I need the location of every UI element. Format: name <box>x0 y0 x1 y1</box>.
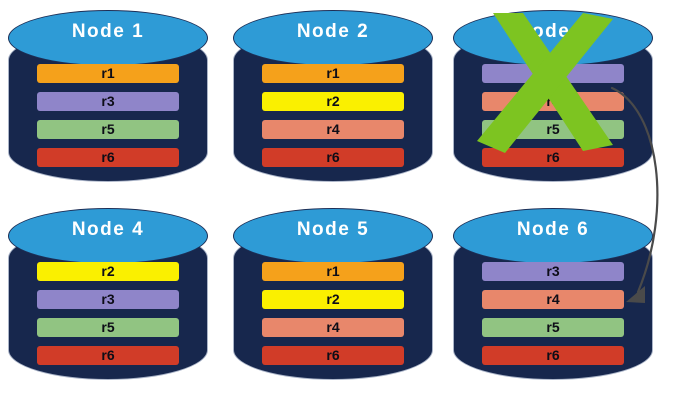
replica-bar[interactable]: r5 <box>482 318 624 337</box>
replica-label: r2 <box>101 262 115 279</box>
replica-label: r3 <box>546 262 560 279</box>
replica-label: r5 <box>101 120 115 137</box>
replica-label: r5 <box>546 120 560 137</box>
cylinder-top-icon <box>453 208 653 264</box>
replica-label: r6 <box>546 148 560 165</box>
cylinder-top-icon <box>453 10 653 66</box>
replica-label: r1 <box>326 64 340 81</box>
replica-list: r1 r2 r4 r6 <box>233 262 433 365</box>
replica-label: r6 <box>546 346 560 363</box>
cylinder-top-icon <box>8 208 208 264</box>
replica-label: r3 <box>546 64 560 81</box>
replica-bar[interactable]: r1 <box>37 64 179 83</box>
replica-bar[interactable]: r6 <box>482 346 624 365</box>
replica-label: r2 <box>326 92 340 109</box>
cylinder-top-icon <box>8 10 208 66</box>
replica-label: r1 <box>326 262 340 279</box>
cylinder-top-icon <box>233 10 433 66</box>
replica-bar[interactable]: r4 <box>262 318 404 337</box>
replica-label: r2 <box>326 290 340 307</box>
cylinder-top-icon <box>233 208 433 264</box>
replica-list: r1 r3 r5 r6 <box>8 64 208 167</box>
replica-label: r6 <box>326 346 340 363</box>
replica-bar[interactable]: r6 <box>262 148 404 167</box>
replica-label: r6 <box>101 346 115 363</box>
replica-label: r4 <box>326 120 340 137</box>
replica-bar[interactable]: r2 <box>37 262 179 281</box>
replica-bar[interactable]: r4 <box>482 92 624 111</box>
replica-bar[interactable]: r1 <box>262 64 404 83</box>
replica-list: r3 r4 r5 r6 <box>453 64 653 167</box>
replica-bar[interactable]: r3 <box>482 64 624 83</box>
replica-bar[interactable]: r5 <box>37 120 179 139</box>
replica-bar[interactable]: r5 <box>482 120 624 139</box>
replica-label: r4 <box>326 318 340 335</box>
replica-bar[interactable]: r2 <box>262 92 404 111</box>
replica-bar[interactable]: r3 <box>37 290 179 309</box>
replica-label: r1 <box>101 64 115 81</box>
replica-label: r3 <box>101 290 115 307</box>
replica-bar[interactable]: r6 <box>482 148 624 167</box>
replica-bar[interactable]: r3 <box>37 92 179 111</box>
replica-bar[interactable]: r6 <box>37 148 179 167</box>
replica-list: r2 r3 r5 r6 <box>8 262 208 365</box>
replica-bar[interactable]: r3 <box>482 262 624 281</box>
replica-label: r4 <box>546 290 560 307</box>
replica-bar[interactable]: r6 <box>37 346 179 365</box>
replica-label: r4 <box>546 92 560 109</box>
replica-bar[interactable]: r4 <box>262 120 404 139</box>
replica-label: r6 <box>326 148 340 165</box>
replica-label: r3 <box>101 92 115 109</box>
replica-label: r6 <box>101 148 115 165</box>
replica-list: r3 r4 r5 r6 <box>453 262 653 365</box>
replica-label: r5 <box>101 318 115 335</box>
replica-bar[interactable]: r2 <box>262 290 404 309</box>
replica-list: r1 r2 r4 r6 <box>233 64 433 167</box>
replica-bar[interactable]: r5 <box>37 318 179 337</box>
replica-bar[interactable]: r4 <box>482 290 624 309</box>
replica-bar[interactable]: r6 <box>262 346 404 365</box>
replica-label: r5 <box>546 318 560 335</box>
replica-bar[interactable]: r1 <box>262 262 404 281</box>
